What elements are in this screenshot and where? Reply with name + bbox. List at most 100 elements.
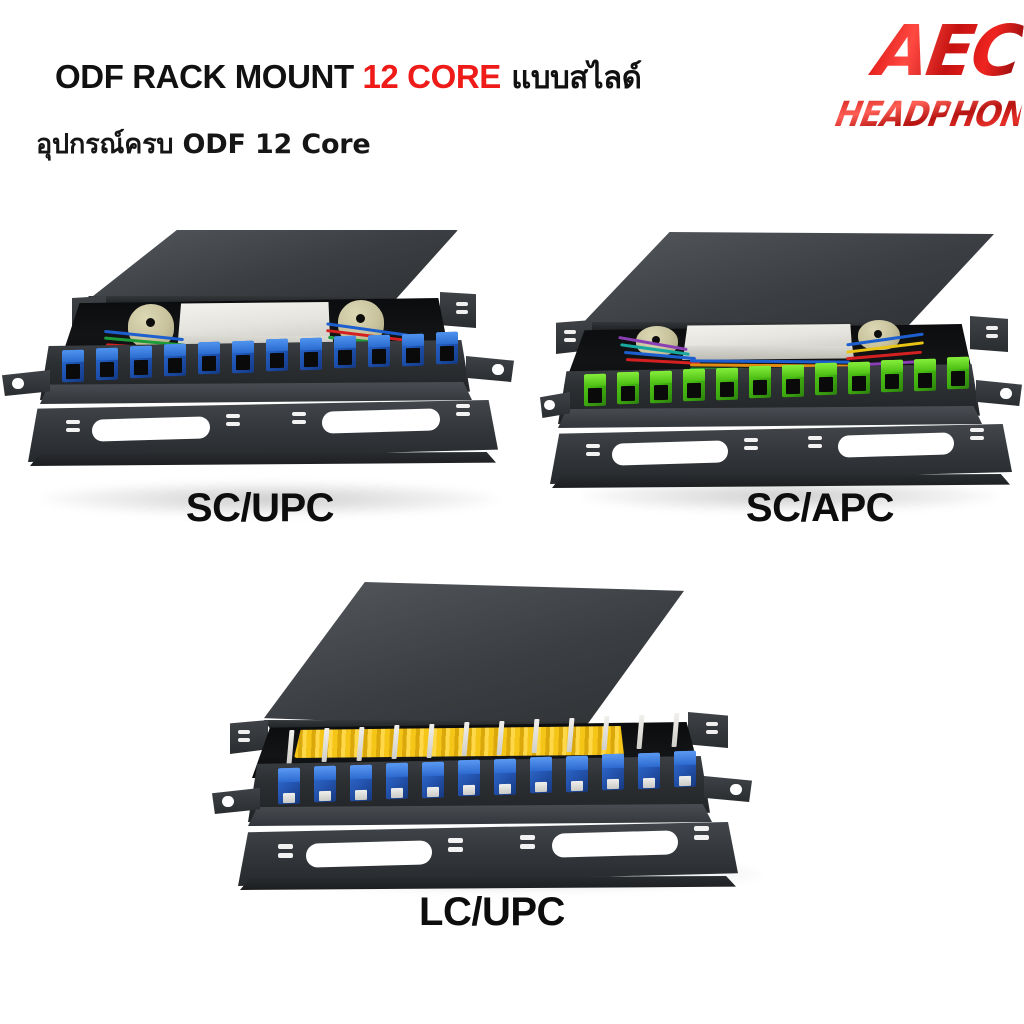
sc-adapter-port[interactable] bbox=[402, 333, 424, 367]
cable-spool-hub bbox=[874, 330, 882, 338]
sc-adapter-port[interactable] bbox=[334, 335, 356, 369]
lc-adapter-port[interactable] bbox=[638, 752, 660, 790]
rack-ear-slot bbox=[238, 730, 250, 734]
lc-adapter-port[interactable] bbox=[278, 767, 300, 805]
cable-spool-hub bbox=[356, 314, 365, 323]
sc-adapter-port[interactable] bbox=[266, 338, 288, 372]
rack-ear-slot bbox=[456, 302, 468, 306]
sc-adapter-port[interactable] bbox=[914, 358, 936, 392]
sc-adapter-port[interactable] bbox=[62, 349, 84, 383]
baseplate-cutout bbox=[92, 416, 210, 442]
lc-adapter-port[interactable] bbox=[350, 764, 372, 802]
lc-adapter-port[interactable] bbox=[422, 761, 444, 799]
faceplate-lower-lip bbox=[40, 382, 472, 404]
baseplate-slot bbox=[744, 446, 758, 450]
sc-adapter-port[interactable] bbox=[96, 347, 118, 381]
baseplate-slot bbox=[520, 844, 535, 849]
baseplate-slot bbox=[66, 420, 80, 424]
rack-ear-hole bbox=[730, 784, 742, 795]
chassis-lid bbox=[578, 232, 994, 332]
lc-adapter-port[interactable] bbox=[494, 758, 516, 796]
sc-adapter-port[interactable] bbox=[130, 345, 152, 379]
lc-adapter-port[interactable] bbox=[386, 762, 408, 800]
rack-ear-slot bbox=[564, 338, 576, 342]
chassis-lid bbox=[264, 582, 684, 730]
rack-ear-rear-left bbox=[230, 720, 268, 754]
rack-ear-hole bbox=[12, 378, 24, 389]
sc-adapter-port[interactable] bbox=[164, 343, 186, 377]
page-header: ODF RACK MOUNT 12 CORE แบบสไลด์ อุปกรณ์ค… bbox=[0, 0, 1024, 180]
baseplate-cutout bbox=[306, 840, 432, 868]
baseplate-slot bbox=[970, 428, 984, 432]
title-suffix: แบบสไลด์ bbox=[500, 60, 642, 96]
sc-adapter-port[interactable] bbox=[749, 365, 771, 399]
baseplate-cutout bbox=[838, 432, 954, 458]
baseplate-slot bbox=[278, 853, 293, 858]
sc-adapter-port[interactable] bbox=[683, 368, 705, 402]
product-caption-sc-upc: SC/UPC bbox=[185, 486, 335, 530]
lc-adapter-port[interactable] bbox=[602, 753, 624, 791]
sc-adapter-port[interactable] bbox=[368, 334, 390, 368]
sc-adapter-port[interactable] bbox=[198, 341, 220, 375]
yellow-fiber-bundle bbox=[294, 726, 624, 758]
baseplate-slot bbox=[586, 452, 600, 456]
sc-adapter-port[interactable] bbox=[848, 361, 870, 395]
baseplate-slot bbox=[808, 436, 822, 440]
rack-ear-slot bbox=[986, 334, 998, 338]
lc-adapter-port[interactable] bbox=[458, 759, 480, 797]
rack-ear-front-right bbox=[976, 380, 1022, 406]
chassis-lid-edge bbox=[264, 720, 590, 730]
sc-adapter-port[interactable] bbox=[782, 364, 804, 398]
rack-ear-slot bbox=[986, 326, 998, 330]
baseplate-slot bbox=[520, 835, 535, 840]
rack-ear-front-right bbox=[704, 776, 752, 802]
rack-ear-front-left bbox=[2, 370, 50, 396]
sc-adapter-port[interactable] bbox=[300, 337, 322, 371]
lc-adapter-port[interactable] bbox=[530, 756, 552, 794]
baseplate-slot bbox=[456, 404, 470, 408]
baseplate-slot bbox=[694, 826, 709, 831]
product-caption-lc-upc: LC/UPC bbox=[419, 890, 565, 934]
sc-adapter-port[interactable] bbox=[881, 359, 903, 393]
sc-adapter-port[interactable] bbox=[947, 356, 969, 390]
page-subtitle: อุปกรณ์ครบ ODF 12 Core bbox=[36, 122, 371, 165]
product-card-lc-upc: LC/UPC bbox=[212, 560, 812, 960]
sc-adapter-port[interactable] bbox=[617, 371, 639, 405]
product-card-sc-apc: SC/APC bbox=[540, 214, 1024, 544]
lc-adapter-port[interactable] bbox=[566, 755, 588, 793]
title-highlight: 12 CORE bbox=[362, 58, 501, 95]
chassis-lid bbox=[88, 230, 458, 300]
sc-adapter-port[interactable] bbox=[584, 373, 606, 407]
rack-ear-slot bbox=[706, 730, 718, 734]
baseplate-slot bbox=[448, 838, 463, 843]
baseplate-slot bbox=[226, 414, 240, 418]
cable-spool-hub bbox=[652, 336, 660, 344]
baseplate-slot bbox=[586, 444, 600, 448]
lc-adapter-port[interactable] bbox=[314, 765, 336, 803]
sc-adapter-port[interactable] bbox=[232, 340, 254, 374]
baseplate-slot bbox=[744, 438, 758, 442]
baseplate-slot bbox=[66, 428, 80, 432]
baseplate-cutout bbox=[612, 440, 728, 466]
rack-ear-front-right bbox=[466, 356, 514, 382]
baseplate-front-edge bbox=[240, 876, 736, 890]
faceplate-lower-lip bbox=[558, 406, 982, 428]
baseplate-slot bbox=[292, 412, 306, 416]
splice-tray bbox=[178, 302, 330, 340]
baseplate-front-edge bbox=[30, 452, 496, 466]
lc-adapter-port[interactable] bbox=[674, 750, 696, 788]
rack-ear-hole bbox=[1000, 388, 1012, 399]
sc-adapter-port[interactable] bbox=[815, 362, 837, 396]
sc-adapter-port[interactable] bbox=[436, 331, 458, 365]
logo-tagline-text: HEADPHONE bbox=[832, 94, 1024, 139]
title-prefix: ODF RACK MOUNT bbox=[55, 58, 363, 95]
sc-adapter-port[interactable] bbox=[716, 367, 738, 401]
sc-adapter-port[interactable] bbox=[650, 370, 672, 404]
splice-tray-base bbox=[682, 346, 854, 360]
drop-shadow bbox=[40, 482, 500, 516]
subtitle-text: อุปกรณ์ครบ ODF 12 Core bbox=[36, 129, 371, 160]
rack-ear-hole bbox=[222, 796, 234, 807]
baseplate-slot bbox=[448, 847, 463, 852]
faceplate-lower-lip bbox=[248, 804, 712, 826]
baseplate-cutout bbox=[552, 830, 678, 858]
